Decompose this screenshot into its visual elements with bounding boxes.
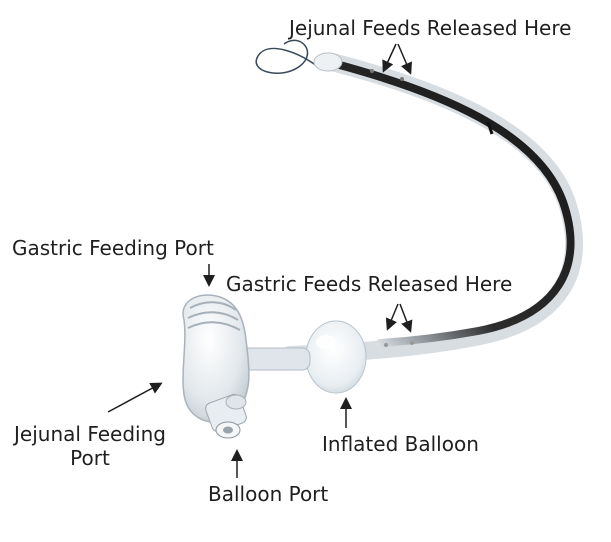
label-jejunal-feeding-port-line2: Port bbox=[2, 446, 178, 470]
side-hole bbox=[384, 343, 388, 347]
arrow-gastric-feeds-right bbox=[400, 304, 410, 330]
side-hole bbox=[400, 77, 404, 81]
label-jejunal-feeding-port-line1: Jejunal Feeding bbox=[2, 422, 178, 446]
catheter-tube-inner bbox=[336, 64, 571, 343]
arrow-gastric-feeds-left bbox=[388, 304, 398, 328]
balloon-highlight bbox=[316, 335, 336, 349]
balloon-port-nub bbox=[226, 395, 246, 409]
label-gastric-feeds-released: Gastric Feeds Released Here bbox=[226, 272, 512, 296]
arrow-jejunal-feeds-right bbox=[398, 44, 410, 72]
arrow-jejunal-port bbox=[108, 384, 160, 412]
tube-tip bbox=[314, 53, 342, 71]
label-inflated-balloon: Inflated Balloon bbox=[322, 432, 479, 456]
label-gastric-feeding-port: Gastric Feeding Port bbox=[12, 236, 214, 260]
inflated-balloon-shape bbox=[306, 321, 366, 393]
side-hole bbox=[370, 69, 374, 73]
label-jejunal-feeding-port: Jejunal Feeding Port bbox=[2, 422, 178, 470]
arrow-jejunal-feeds-left bbox=[384, 44, 396, 70]
label-balloon-port: Balloon Port bbox=[208, 482, 328, 506]
tip-string-loop bbox=[256, 40, 322, 73]
side-hole bbox=[410, 341, 414, 345]
label-jejunal-feeds-released: Jejunal Feeds Released Here bbox=[289, 16, 571, 40]
